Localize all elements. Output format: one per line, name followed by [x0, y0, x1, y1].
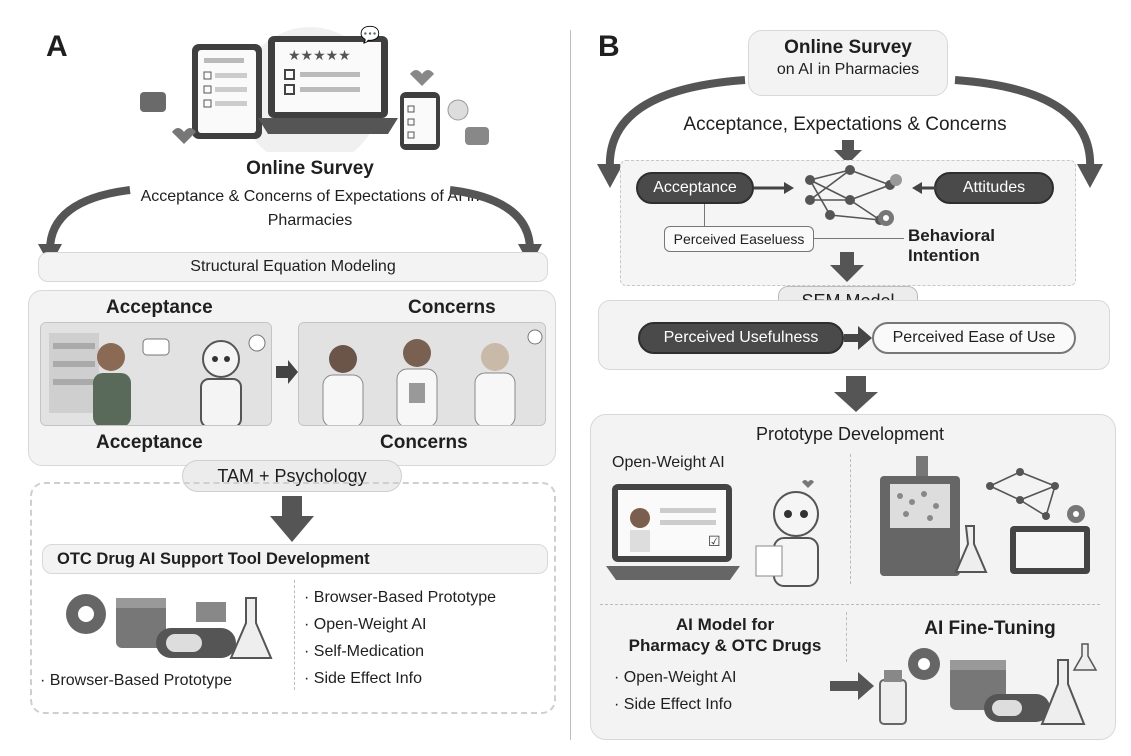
panel-b-survey-title: Online Survey: [784, 37, 912, 58]
arrow-down-icon: [270, 496, 314, 542]
intention-label: Intention: [908, 246, 980, 265]
ai-model-title: AI Model for Pharmacy & OTC Drugs: [612, 614, 838, 656]
arrow-right-icon: [830, 672, 874, 700]
fine-tuning-illustration: [879, 643, 1098, 725]
pharmacy-equipment-illustration: [66, 594, 273, 659]
prototype-title: Prototype Development: [755, 424, 945, 444]
gear-icon: [1067, 505, 1085, 523]
ai-fine-tuning-label: AI Fine-Tuning: [924, 618, 1056, 639]
arrow-down-icon: [834, 376, 878, 412]
gear-icon: [878, 210, 894, 226]
concerns-bottom-label: Concerns: [380, 432, 468, 453]
node-perceived-easeluess: Perceived Easeluess: [664, 226, 814, 252]
tool-left-caption: · Browser-Based Prototype: [40, 672, 233, 689]
panel-b-headline: Acceptance, Expectations & Concerns: [683, 114, 1007, 135]
laptop-icon: ★★★★★: [258, 36, 398, 134]
concerns-top-label: Concerns: [408, 297, 496, 318]
arrow-down-icon: [830, 252, 864, 282]
gear-icon: [890, 174, 902, 186]
tool-bullet: · Open-Weight AI: [304, 616, 427, 633]
panel-a-survey-title: Online Survey: [246, 158, 374, 179]
acceptance-bottom-label: Acceptance: [96, 432, 203, 453]
ai-model-line-2: Pharmacy & OTC Drugs: [628, 636, 822, 655]
tool-bullet: · Self-Medication: [304, 643, 425, 660]
open-weight-label: Open-Weight AI: [612, 454, 725, 471]
gear-icon: [66, 594, 106, 634]
pharmacist-robot-scene: [40, 322, 272, 426]
ai-model-bullet: · Open-Weight AI: [614, 669, 737, 686]
tool-dev-title: OTC Drug AI Support Tool Development: [42, 544, 548, 574]
proto-hdivider: [600, 604, 1100, 605]
ai-divider: [846, 612, 847, 662]
phone-icon: [400, 92, 440, 150]
node-attitudes: Attitudes: [934, 172, 1054, 204]
speech-bubble-icon: 💬: [360, 25, 380, 44]
tool-bullet: · Side Effect Info: [304, 670, 422, 687]
robot-icon: [202, 340, 240, 378]
survey-devices-illustration: ★★★★★ 💬: [140, 25, 489, 152]
chat-icon: [140, 92, 166, 112]
tool-bullet-list: · Browser-Based Prototype · Open-Weight …: [304, 584, 544, 692]
panel-b-letter: B: [598, 30, 620, 63]
neural-network-illustration: [754, 165, 938, 226]
thumbs-up-icon: [465, 127, 489, 145]
acceptance-top-label: Acceptance: [106, 297, 213, 318]
tool-bullet: · Browser-Based Prototype: [304, 589, 497, 606]
proto-divider: [850, 454, 851, 584]
tool-divider: [294, 580, 295, 690]
panel-b-survey-box: Online Survey on AI in Pharmacies: [748, 30, 948, 96]
svg-text:★★★★★: ★★★★★: [288, 48, 351, 64]
flask-icon: [1040, 659, 1086, 725]
perceived-usefulness: Perceived Usefulness: [638, 322, 844, 354]
heart-icon: [172, 128, 196, 144]
svg-text:☑: ☑: [708, 534, 721, 550]
ai-model-line-1: AI Model for: [675, 615, 775, 634]
connector-line: [704, 204, 705, 228]
ai-model-bullet: · Side Effect Info: [614, 696, 732, 713]
arrow-right-icon: [844, 326, 872, 350]
flask-icon: [954, 525, 988, 573]
heart-icon: [410, 70, 434, 86]
gear-icon: [908, 648, 940, 680]
panel-divider: [570, 30, 571, 740]
tam-psychology-label: TAM + Psychology: [182, 460, 402, 492]
robot-icon: [755, 491, 819, 587]
perceived-ease-of-use: Perceived Ease of Use: [872, 322, 1076, 354]
panel-b-survey-subtitle: on AI in Pharmacies: [776, 61, 920, 78]
lightbulb-icon: [447, 99, 469, 121]
ai-model-bullets: · Open-Weight AI · Side Effect Info: [614, 664, 814, 718]
flask-icon: [229, 597, 273, 659]
arrow-down-icon: [834, 140, 862, 164]
behavioral-label: Behavioral: [908, 226, 995, 245]
panel-a-survey-subtitle-1: Acceptance & Concerns of Expectations of…: [140, 188, 480, 205]
sem-label: Structural Equation Modeling: [38, 252, 548, 282]
node-behavioral-intention: Behavioral Intention: [908, 226, 1058, 274]
heart-icon: [802, 480, 814, 488]
lab-equipment-illustration: [880, 456, 1090, 576]
chat-icon: [142, 338, 170, 356]
laptop-robot-illustration: ☑: [606, 480, 819, 587]
tablet-icon: [192, 44, 262, 139]
node-acceptance: Acceptance: [636, 172, 754, 204]
panel-a-letter: A: [46, 30, 68, 63]
panel-b-curved-arrows: [597, 76, 1103, 188]
pharmacists-scene: [298, 322, 546, 426]
connector-line: [814, 238, 904, 239]
arrow-right-icon: [276, 360, 298, 384]
tool-dev-box: [30, 482, 556, 714]
panel-a-survey-subtitle-2: Pharmacies: [267, 212, 353, 229]
